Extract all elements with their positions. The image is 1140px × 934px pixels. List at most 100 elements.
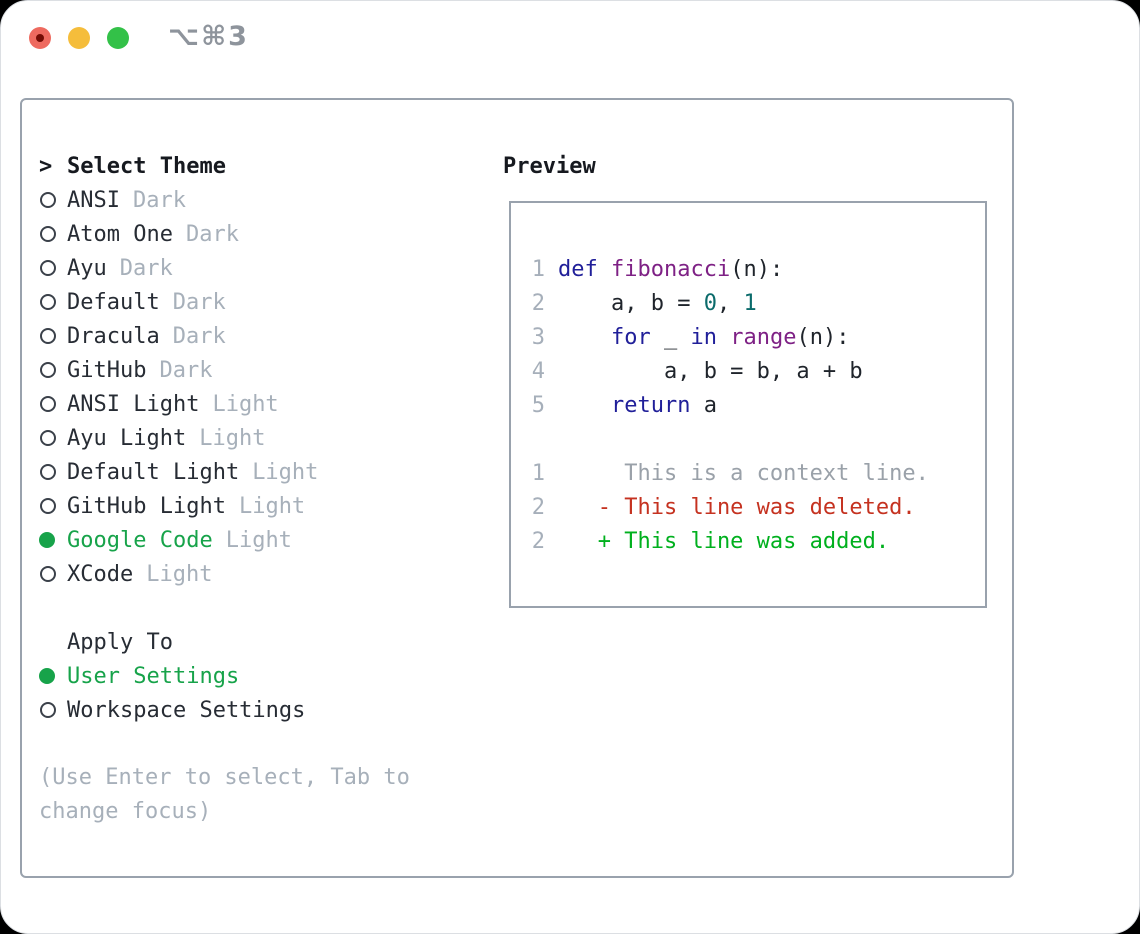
option-label: Ayu Light: [67, 425, 187, 451]
prompt-cursor-icon: >: [39, 153, 53, 179]
apply-to-heading: Apply To: [39, 625, 469, 659]
preview-diff-line: 2 + This line was added.: [531, 524, 985, 558]
maximize-button[interactable]: [107, 27, 129, 49]
option-label: GitHub: [67, 357, 147, 383]
radio-unselected-icon: [39, 396, 67, 412]
close-button[interactable]: [29, 27, 51, 49]
circle-outline-icon: [40, 294, 56, 310]
radio-unselected-icon: [39, 226, 67, 242]
circle-outline-icon: [40, 396, 56, 412]
option-label: XCode: [67, 561, 134, 587]
theme-option[interactable]: Ayu Dark: [39, 251, 469, 285]
theme-variant-label: Dark: [172, 289, 226, 315]
theme-variant-label: Dark: [132, 187, 186, 213]
radio-unselected-icon: [39, 702, 67, 718]
code-text: def fibonacci(n):: [558, 256, 784, 282]
code-text: return a: [610, 392, 717, 418]
radio-unselected-icon: [39, 464, 67, 480]
preview-code-line: 4 a, b = b, a + b: [531, 354, 985, 388]
line-number: 1: [531, 256, 545, 282]
line-number: 2: [531, 528, 545, 554]
option-label: Workspace Settings: [67, 697, 306, 723]
theme-variant-label: Light: [238, 493, 306, 519]
option-label: Default Light: [67, 459, 240, 485]
code-text: This is a context line.: [558, 460, 929, 486]
code-text: + This line was added.: [558, 528, 890, 554]
option-label: Default: [67, 289, 160, 315]
titlebar: [29, 27, 129, 49]
option-label: User Settings: [67, 663, 240, 689]
circle-outline-icon: [40, 192, 56, 208]
radio-unselected-icon: [39, 260, 67, 276]
filled-circle-icon: [39, 532, 55, 548]
line-number: 2: [531, 290, 545, 316]
code-text: a, b = 0, 1: [558, 290, 757, 316]
option-label: ANSI Light: [67, 391, 200, 417]
code-text: for _ in range(n):: [610, 324, 850, 350]
preview-code-line: 3 for _ in range(n):: [531, 320, 985, 354]
preview-box: 1 def fibonacci(n): 2 a, b = 0, 1 3 for _ i…: [509, 201, 987, 608]
apply-to-label: Apply To: [67, 629, 173, 655]
theme-variant-label: Dark: [159, 357, 213, 383]
window-title: ⌥⌘3: [168, 21, 249, 52]
close-button-dot: [36, 34, 44, 42]
minimize-button[interactable]: [68, 27, 90, 49]
radio-selected-icon: [39, 668, 67, 684]
theme-variant-label: Light: [212, 391, 279, 417]
theme-variant-label: Dark: [119, 255, 173, 281]
circle-outline-icon: [40, 328, 56, 344]
radio-unselected-icon: [39, 498, 67, 514]
preview-diff-line: 2 - This line was deleted.: [531, 490, 985, 524]
line-number: 2: [531, 494, 545, 520]
theme-option[interactable]: Atom One Dark: [39, 217, 469, 251]
preview-code-line: 1 def fibonacci(n):: [531, 252, 985, 286]
theme-variant-label: Light: [252, 459, 319, 485]
circle-outline-icon: [40, 430, 56, 446]
code-text: - This line was deleted.: [558, 494, 916, 520]
theme-option[interactable]: XCode Light: [39, 557, 469, 591]
theme-variant-label: Light: [225, 527, 292, 553]
option-label: GitHub Light: [67, 493, 226, 519]
theme-option[interactable]: GitHub Dark: [39, 353, 469, 387]
theme-option[interactable]: Ayu Light Light: [39, 421, 469, 455]
apply-to-option[interactable]: User Settings: [39, 659, 469, 693]
theme-option[interactable]: Default Dark: [39, 285, 469, 319]
spacer: [39, 591, 469, 625]
option-label: Atom One: [67, 221, 173, 247]
circle-outline-icon: [40, 566, 56, 582]
theme-option[interactable]: Default Light Light: [39, 455, 469, 489]
radio-unselected-icon: [39, 294, 67, 310]
preview-code-line: 5 return a: [531, 388, 985, 422]
preview-heading: Preview: [503, 153, 596, 179]
code-text: a, b = b, a + b: [558, 358, 863, 384]
theme-option[interactable]: GitHub Light Light: [39, 489, 469, 523]
preview-diff-line: 1 This is a context line.: [531, 456, 985, 490]
option-label: Ayu: [67, 255, 107, 281]
radio-unselected-icon: [39, 328, 67, 344]
theme-variant-label: Light: [146, 561, 213, 587]
circle-outline-icon: [40, 260, 56, 276]
radio-unselected-icon: [39, 192, 67, 208]
theme-option[interactable]: Google Code Light: [39, 523, 469, 557]
radio-unselected-icon: [39, 362, 67, 378]
theme-option[interactable]: ANSI Light Light: [39, 387, 469, 421]
spacer: [531, 422, 985, 456]
circle-outline-icon: [40, 702, 56, 718]
theme-variant-label: Dark: [185, 221, 239, 247]
circle-outline-icon: [40, 226, 56, 242]
line-number: 5: [531, 392, 545, 418]
option-label: Google Code: [67, 527, 213, 553]
radio-unselected-icon: [39, 430, 67, 446]
select-theme-label: Select Theme: [67, 153, 226, 179]
help-text: (Use Enter to select, Tab to change focu…: [39, 765, 410, 824]
apply-to-option[interactable]: Workspace Settings: [39, 693, 469, 727]
option-label: Dracula: [67, 323, 160, 349]
radio-unselected-icon: [39, 566, 67, 582]
theme-variant-label: Light: [199, 425, 266, 451]
spacer: [39, 727, 469, 761]
